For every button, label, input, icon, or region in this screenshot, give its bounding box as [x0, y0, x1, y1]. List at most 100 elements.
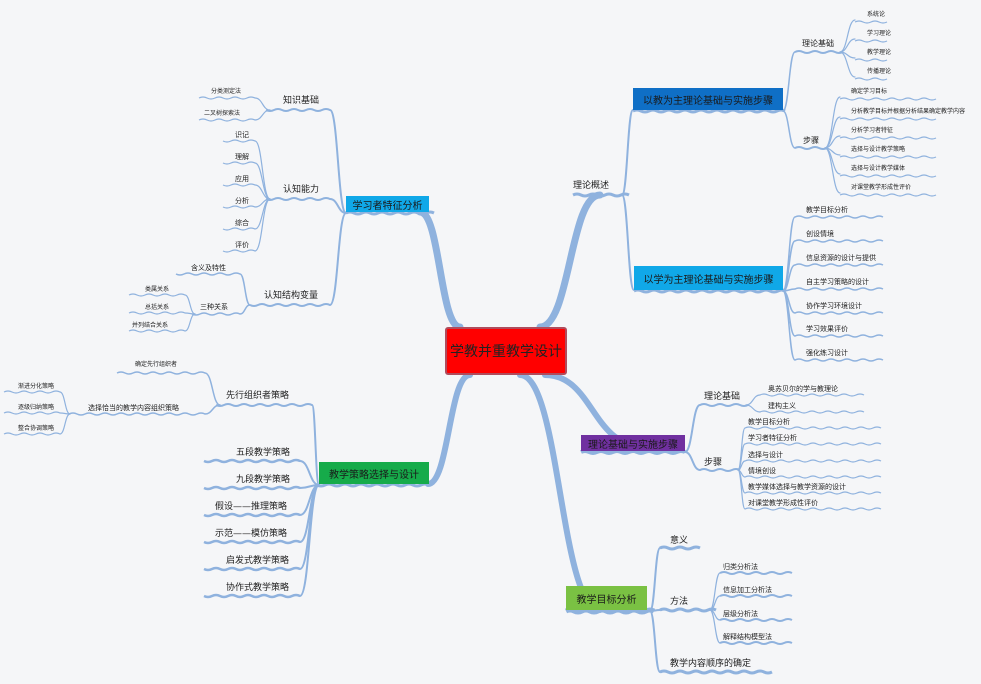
tc-step-item[interactable]: 确定学习目标 — [851, 88, 888, 95]
sc-item[interactable]: 信息资源的设计与提供 — [806, 254, 876, 262]
fs-steps-node[interactable]: 步骤 — [704, 458, 723, 468]
underline — [203, 512, 301, 518]
connector — [239, 273, 251, 306]
tc-step-item[interactable]: 分析学习者特征 — [851, 127, 894, 134]
la-ability-node[interactable]: 认知能力 — [283, 185, 320, 195]
la-structure-meaning[interactable]: 含义及特性 — [191, 264, 226, 272]
learner-analysis-node[interactable]: 学习者特征分析 — [346, 196, 429, 212]
overview-node[interactable]: 理论概述 — [573, 181, 610, 191]
oa-method-item[interactable]: 信息加工分析法 — [723, 586, 772, 594]
teacher-centered-node[interactable]: 以教为主理论基础与实施步骤 — [633, 88, 783, 110]
fs-step-item[interactable]: 学习者特征分析 — [748, 434, 797, 442]
connector — [329, 212, 347, 306]
connector — [59, 413, 71, 435]
la-ability-item[interactable]: 应用 — [235, 175, 249, 183]
root-node[interactable]: 学教并重教学设计 — [445, 327, 567, 375]
underline — [839, 136, 937, 140]
fs-foundation-item[interactable]: 建构主义 — [768, 402, 796, 410]
la-ability-item[interactable]: 综合 — [235, 219, 249, 227]
tc-step-item[interactable]: 分析教学目标并根据分析结果确定教学内容 — [851, 108, 966, 115]
la-structure-node[interactable]: 认知结构变量 — [264, 291, 319, 301]
st-item[interactable]: 假设——推理策略 — [215, 502, 288, 512]
st-item[interactable]: 启发式教学策略 — [226, 556, 290, 566]
la-ability-item[interactable]: 分析 — [235, 197, 249, 205]
st-organizer-node[interactable]: 先行组织者策略 — [226, 391, 290, 401]
connector — [254, 162, 271, 200]
student-centered-node[interactable]: 以学为主理论基础与实施步骤 — [634, 266, 783, 290]
la-ability-item[interactable]: 识记 — [235, 131, 249, 139]
underline — [719, 594, 793, 598]
sc-item[interactable]: 教学目标分析 — [806, 206, 848, 214]
tc-foundation-node[interactable]: 理论基础 — [802, 39, 834, 48]
underline — [854, 20, 888, 24]
tc-step-item[interactable]: 选择与设计教学媒体 — [851, 165, 906, 172]
fs-step-item[interactable]: 教学媒体选择与教学资源的设计 — [748, 483, 846, 491]
fs-step-item[interactable]: 选择与设计 — [748, 451, 783, 459]
connector — [782, 51, 796, 112]
la-relation-item[interactable]: 并列结合关系 — [132, 322, 169, 329]
tc-steps-node[interactable]: 步骤 — [803, 136, 819, 145]
sc-item[interactable]: 协作学习环境设计 — [806, 302, 862, 310]
sc-item[interactable]: 学习效果评价 — [806, 325, 848, 333]
connector — [709, 595, 721, 611]
foundation-steps-node[interactable]: 理论基础与实施步骤 — [581, 435, 685, 451]
underline — [203, 566, 301, 572]
oa-method-item[interactable]: 层级分析法 — [723, 610, 758, 618]
fs-step-item[interactable]: 情境创设 — [748, 467, 776, 475]
underline — [659, 669, 773, 675]
sc-item[interactable]: 自主学习策略的设计 — [806, 278, 869, 286]
st-item[interactable]: 示范——模仿策略 — [215, 529, 288, 539]
underline — [191, 312, 241, 316]
connector — [684, 404, 701, 453]
underline — [580, 449, 686, 455]
underline — [222, 249, 256, 253]
connector — [254, 109, 271, 121]
connector — [184, 294, 196, 315]
la-relations-node[interactable]: 三种关系 — [200, 303, 228, 311]
la-relation-item[interactable]: 总括关系 — [145, 304, 170, 311]
tc-foundation-item[interactable]: 学习理论 — [867, 30, 892, 37]
connector — [299, 484, 320, 597]
underline — [719, 571, 793, 575]
underline — [699, 468, 741, 472]
tc-step-item[interactable]: 对课堂教学形成性评价 — [851, 184, 912, 191]
st-choose-item[interactable]: 整合协调策略 — [18, 425, 55, 432]
teacher-centered-label: 以教为主理论基础与实施步骤 — [643, 95, 773, 107]
objective-analysis-node[interactable]: 教学目标分析 — [566, 586, 647, 610]
root-to-objective — [517, 372, 603, 613]
oa-method-item[interactable]: 归类分析法 — [723, 563, 758, 571]
la-knowledge-item[interactable]: 二叉树探索法 — [204, 110, 241, 117]
oa-method-item[interactable]: 解释结构模型法 — [723, 633, 772, 641]
oa-meaning-node[interactable]: 意义 — [670, 536, 689, 546]
oa-methods-node[interactable]: 方法 — [670, 597, 689, 607]
connector — [254, 140, 271, 200]
underline — [794, 146, 828, 150]
st-item[interactable]: 五段教学策略 — [236, 448, 291, 458]
fs-foundation-node[interactable]: 理论基础 — [704, 392, 741, 402]
la-relation-item[interactable]: 类属关系 — [145, 286, 170, 293]
oa-sequence-node[interactable]: 教学内容顺序的确定 — [670, 659, 752, 669]
st-choose-item[interactable]: 渐进分化策略 — [18, 383, 55, 390]
st-organizer-determine[interactable]: 确定先行组织者 — [135, 361, 178, 368]
connector — [649, 610, 661, 673]
la-knowledge-node[interactable]: 知识基础 — [283, 96, 320, 106]
tc-foundation-item[interactable]: 教学理论 — [867, 49, 892, 56]
strategy-node[interactable]: 教学策略选择与设计 — [319, 462, 429, 484]
la-ability-item[interactable]: 评价 — [235, 241, 249, 249]
underline — [116, 371, 206, 375]
fs-step-item[interactable]: 教学目标分析 — [748, 418, 790, 426]
st-organizer-choose-node[interactable]: 选择恰当的教学内容组织策略 — [88, 404, 179, 412]
st-item[interactable]: 九段教学策略 — [236, 475, 291, 485]
st-choose-item[interactable]: 逐级归纳策略 — [18, 404, 55, 411]
la-knowledge-item[interactable]: 分类测定法 — [211, 88, 242, 95]
la-ability-item[interactable]: 理解 — [235, 153, 249, 161]
fs-step-item[interactable]: 对课堂教学形成性评价 — [748, 499, 818, 507]
sc-item[interactable]: 创设情境 — [806, 230, 834, 238]
tc-foundation-item[interactable]: 系统论 — [867, 11, 886, 18]
tc-step-item[interactable]: 选择与设计教学策略 — [851, 146, 906, 153]
st-item[interactable]: 协作式教学策略 — [226, 583, 290, 593]
fs-foundation-item[interactable]: 奥苏贝尔的学与教理论 — [768, 385, 838, 393]
underline — [203, 485, 301, 491]
tc-foundation-item[interactable]: 传播理论 — [867, 68, 892, 75]
sc-item[interactable]: 强化练习设计 — [806, 349, 848, 357]
